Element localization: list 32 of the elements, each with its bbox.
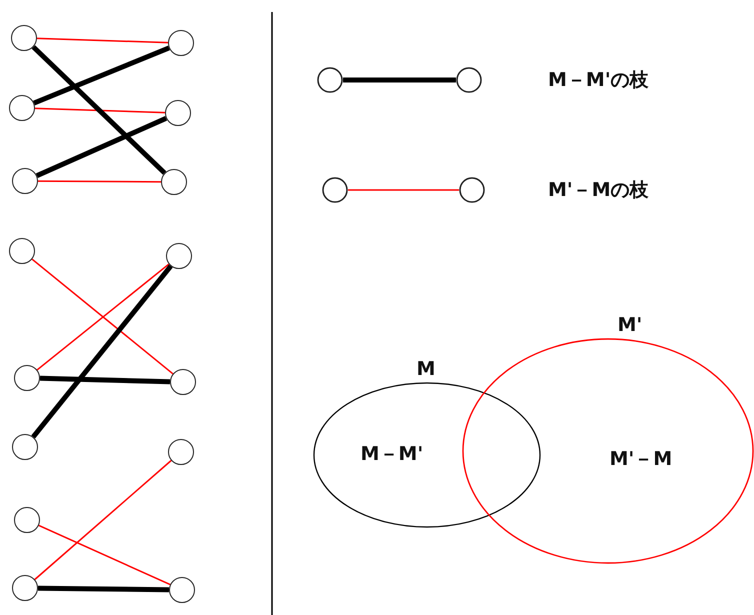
edge-line <box>38 180 161 183</box>
region-label: M－M' <box>360 445 424 464</box>
edge-line <box>33 46 170 106</box>
vertex-circle <box>11 25 37 51</box>
edge-line <box>34 108 166 114</box>
edge-line <box>38 524 170 586</box>
vertex-circle <box>12 434 38 460</box>
legend-text: M'－Mの枝 <box>548 181 649 200</box>
vertex-circle <box>12 168 38 194</box>
legend-text: M－M'の枝 <box>548 71 649 90</box>
vertex-circle <box>170 369 196 395</box>
vertex-circle <box>166 243 192 269</box>
edge-line <box>32 45 166 175</box>
vertex-circle <box>14 507 40 533</box>
edge-line <box>36 38 168 44</box>
edge-line <box>34 460 172 580</box>
vertex-circle <box>9 95 35 121</box>
edge-line <box>36 116 168 178</box>
edge-line <box>40 376 170 384</box>
vertex-circle <box>168 30 194 56</box>
region-label: M'－M <box>610 450 672 469</box>
edge-line <box>38 586 170 592</box>
vertex-circle <box>9 238 35 264</box>
vertex-circle <box>161 169 187 195</box>
vertex-circle <box>168 439 194 465</box>
set-name: M <box>416 360 436 379</box>
vertex-circle <box>14 365 40 391</box>
vertex-circle <box>169 577 195 603</box>
vertex-circle <box>165 100 191 126</box>
vertex-circle <box>12 575 38 601</box>
set-name: M' <box>618 316 642 335</box>
edge-line <box>31 264 173 438</box>
